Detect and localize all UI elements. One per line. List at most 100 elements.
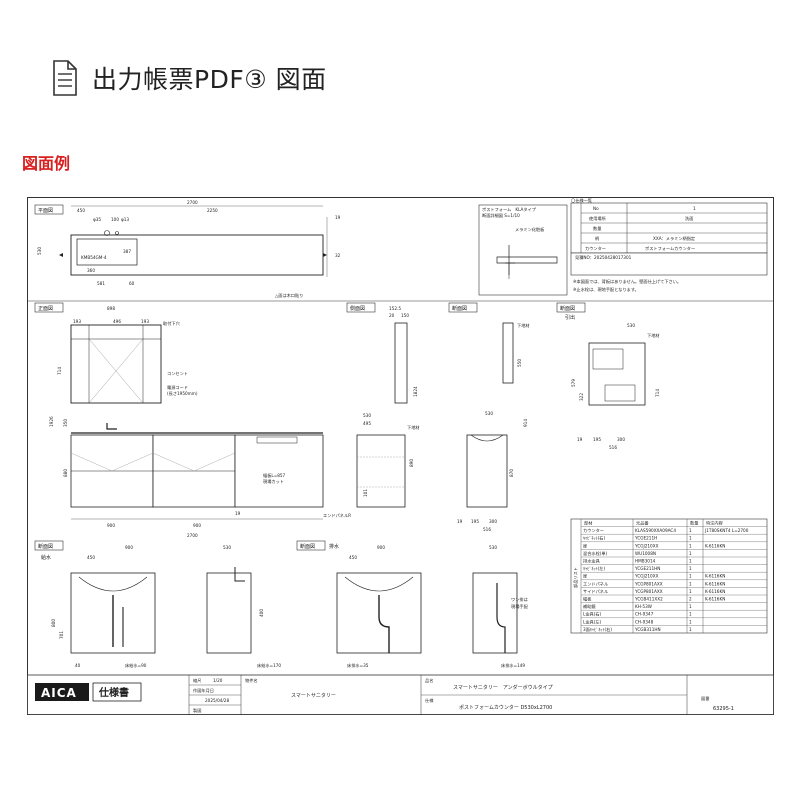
parts-cell: 1 xyxy=(689,581,692,586)
parts-cell: CH-9348 xyxy=(635,619,654,624)
svg-text:714: 714 xyxy=(655,389,660,397)
svg-text:物件名: 物件名 xyxy=(245,677,258,684)
svg-text:仕様書: 仕様書 xyxy=(98,686,129,699)
plan-dim-total: 2700 xyxy=(187,200,198,205)
svg-text:193: 193 xyxy=(141,319,149,324)
parts-cell: YCGE211H xyxy=(634,536,657,541)
svg-text:※本図面では、背板はありません。壁面仕上げて下さい。: ※本図面では、背板はありません。壁面仕上げて下さい。 xyxy=(573,278,681,285)
parts-cell: 1 xyxy=(689,612,692,617)
bowl-plan xyxy=(76,238,138,266)
svg-text:引出: 引出 xyxy=(565,314,575,321)
svg-text:ポストフォーム KLAタイプ: ポストフォーム KLAタイプ xyxy=(482,206,537,213)
parts-cell: 1 xyxy=(689,604,692,609)
parts-header-cell: 部材 xyxy=(584,520,592,527)
svg-text:20: 20 xyxy=(389,313,395,318)
spec-table: 〇仕様一覧 No 1 使用場所 洗面 数量 柄 XXA：メラミン柄指定 カウンタ… xyxy=(570,197,768,293)
svg-text:ポストフォームカウンター D530xL2700: ポストフォームカウンター D530xL2700 xyxy=(459,704,552,711)
parts-cell: WU1008N xyxy=(635,551,656,556)
svg-text:現場カット: 現場カット xyxy=(263,478,284,485)
svg-text:32: 32 xyxy=(335,253,341,258)
svg-text:579: 579 xyxy=(571,379,576,387)
svg-text:幅板L=857: 幅板L=857 xyxy=(263,472,286,479)
svg-text:450: 450 xyxy=(87,555,95,560)
svg-text:1: 1 xyxy=(693,206,696,211)
svg-text:530: 530 xyxy=(627,323,635,328)
parts-cell: 1 xyxy=(689,528,692,533)
parts-cell: K-6116KN xyxy=(705,597,725,602)
drawer-section: 断面図 引出 530 下地材 579 714 322 19 195 300 51… xyxy=(556,302,660,450)
svg-text:516: 516 xyxy=(483,527,491,532)
parts-cell: K-6116KN xyxy=(705,543,725,548)
svg-text:19: 19 xyxy=(335,215,341,220)
svg-text:19: 19 xyxy=(235,511,241,516)
svg-text:530: 530 xyxy=(485,411,493,416)
page-title: 出力帳票PDF③ 図面 xyxy=(92,65,327,94)
parts-cell: ｷｬﾋﾞﾈｯﾄ(左) xyxy=(583,565,605,572)
svg-text:ワン排は: ワン排は xyxy=(511,596,528,603)
svg-text:スマートサニタリー: スマートサニタリー xyxy=(291,692,336,699)
svg-text:1926: 1926 xyxy=(49,416,54,427)
parts-cell: CH-9347 xyxy=(635,612,654,617)
svg-text:品名: 品名 xyxy=(425,677,433,684)
svg-text:断面図: 断面図 xyxy=(452,305,467,312)
detail-section: ポストフォーム KLAタイプ 断面詳細図 S=1/10 メラミン化粧板 xyxy=(478,204,568,296)
svg-text:100: 100 xyxy=(111,217,119,222)
plan-note: △面は木口貼り xyxy=(275,292,303,299)
svg-text:530: 530 xyxy=(363,413,371,418)
parts-cell: 1 xyxy=(689,566,692,571)
svg-text:床給水=90: 床給水=90 xyxy=(125,662,147,669)
svg-text:530: 530 xyxy=(223,545,231,550)
svg-text:断面図: 断面図 xyxy=(560,305,575,312)
svg-text:450: 450 xyxy=(349,555,357,560)
parts-cell: YCGE211HN xyxy=(634,566,660,571)
svg-text:387: 387 xyxy=(123,249,131,254)
svg-text:XXA：メラミン柄指定: XXA：メラミン柄指定 xyxy=(653,235,695,242)
svg-text:断面詳細図 S=1/10: 断面詳細図 S=1/10 xyxy=(482,212,520,219)
svg-text:AICA: AICA xyxy=(41,686,77,700)
svg-text:数量: 数量 xyxy=(593,225,601,232)
svg-text:2025/04/28: 2025/04/28 xyxy=(205,698,229,703)
svg-text:900: 900 xyxy=(193,523,201,528)
parts-cell: 1 xyxy=(689,619,692,624)
parts-cell: 混合水栓(単) xyxy=(583,550,608,557)
svg-text:正面図: 正面図 xyxy=(38,306,53,312)
svg-text:断面図: 断面図 xyxy=(38,543,53,550)
svg-text:電源コード: 電源コード xyxy=(167,384,188,391)
svg-text:取付下穴: 取付下穴 xyxy=(163,320,181,327)
svg-text:仕様: 仕様 xyxy=(425,697,434,704)
svg-text:製図: 製図 xyxy=(193,707,201,714)
parts-cell: 1 xyxy=(689,627,692,632)
svg-text:下地材: 下地材 xyxy=(407,424,420,431)
parts-cell: L金具(右) xyxy=(583,611,602,618)
parts-cell: エンドパネル xyxy=(583,581,608,587)
svg-text:断面図: 断面図 xyxy=(300,543,315,550)
parts-cell: YCGJ210XX xyxy=(634,543,659,548)
parts-cell: YCGB411XX2 xyxy=(634,597,663,602)
parts-cell: サイドパネル xyxy=(583,589,608,595)
drawing-sheet: 平面図 2700 450 2250 19 530 φ35 100 φ13 360… xyxy=(27,197,774,715)
parts-cell: ｷｬﾋﾞﾈｯﾄ(右) xyxy=(583,535,605,542)
svg-text:350: 350 xyxy=(63,419,68,427)
svg-text:見積NO：20250428017301: 見積NO：20250428017301 xyxy=(575,254,632,261)
svg-text:195: 195 xyxy=(471,519,479,524)
parts-cell: K-6116KN xyxy=(705,574,725,579)
parts-cell: 扉 xyxy=(583,573,587,580)
parts-cell: 1 xyxy=(689,559,692,564)
svg-text:縮尺: 縮尺 xyxy=(193,677,201,684)
svg-text:530: 530 xyxy=(37,247,42,255)
svg-text:890: 890 xyxy=(409,459,414,467)
parts-cell: YCGP801AXX xyxy=(634,589,663,594)
svg-text:870: 870 xyxy=(509,469,514,477)
svg-text:300: 300 xyxy=(489,519,497,524)
svg-text:排水: 排水 xyxy=(329,543,339,550)
title-block: AICA 仕様書 縮尺 1/20 作図年月日 2025/04/28 製図 物件名… xyxy=(27,674,774,715)
svg-text:作図年月日: 作図年月日 xyxy=(193,687,214,694)
svg-text:床排水=149: 床排水=149 xyxy=(501,662,525,669)
parts-cell: HMB3014 xyxy=(635,559,656,564)
mirror-cabinet xyxy=(70,324,162,404)
svg-text:図番: 図番 xyxy=(701,695,710,702)
plan-label: 平面図 xyxy=(38,208,53,214)
parts-cell: 1 xyxy=(689,536,692,541)
svg-text:No: No xyxy=(593,206,599,211)
svg-text:※止水栓は、現地手配となります。: ※止水栓は、現地手配となります。 xyxy=(573,286,639,293)
